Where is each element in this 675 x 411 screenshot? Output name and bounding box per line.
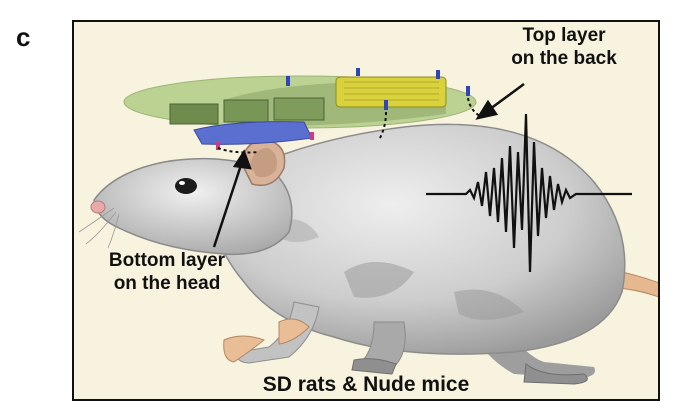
bottom-layer-arrow xyxy=(212,149,252,248)
hind-paw xyxy=(523,363,588,385)
whiskers xyxy=(78,207,120,249)
panel-letter: c xyxy=(16,22,31,52)
rat-tail xyxy=(617,271,658,298)
chip xyxy=(169,103,219,125)
bottom-layer-device xyxy=(193,121,313,145)
rat-nose xyxy=(90,200,106,214)
chip xyxy=(223,99,269,123)
signal-waveform xyxy=(426,113,632,273)
rat-illustration xyxy=(78,68,658,385)
figure-caption: SD rats & Nude mice xyxy=(262,373,470,396)
figure-frame: Top layer on the back Bottom layer on th… xyxy=(72,20,660,401)
bottom-layer-label: Bottom layer on the head xyxy=(108,250,226,294)
rat-head xyxy=(93,157,293,256)
top-layer-label: Top layer on the back xyxy=(511,25,617,69)
chip xyxy=(273,97,325,121)
top-layer-arrow xyxy=(475,82,525,120)
front-paw-right xyxy=(278,318,310,345)
rat-eye xyxy=(175,178,197,194)
front-paw-left xyxy=(223,335,266,363)
dotted-leads xyxy=(217,97,481,154)
